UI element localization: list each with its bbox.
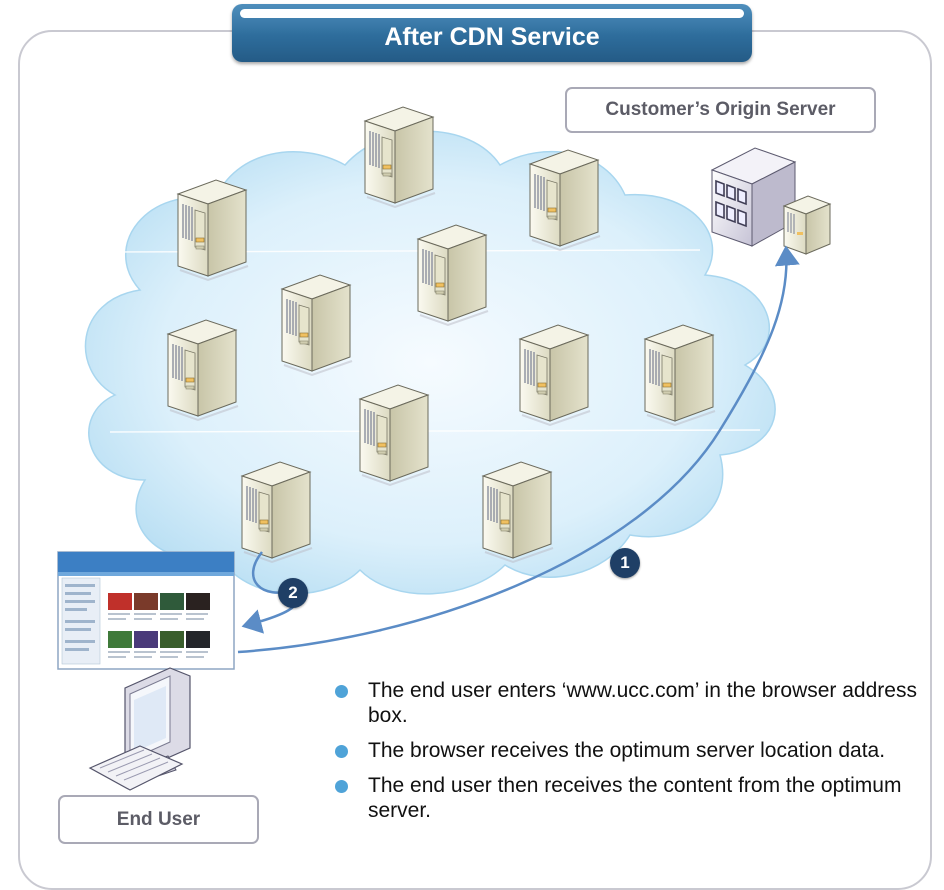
server-icon xyxy=(417,224,489,326)
request-arrow xyxy=(237,245,800,654)
step-badge-1: 1 xyxy=(610,548,640,578)
server-icon xyxy=(167,319,239,421)
bullet-dot xyxy=(335,780,348,793)
title-banner: After CDN Service xyxy=(232,4,752,62)
server-icon xyxy=(644,324,716,426)
server-icon xyxy=(359,384,431,486)
bullet-text: The end user then receives the content f… xyxy=(368,774,902,822)
server-icon xyxy=(281,274,353,376)
origin-building-icon xyxy=(710,147,832,255)
server-icon xyxy=(529,149,601,251)
bullet-text: The end user enters ‘www.ucc.com’ in the… xyxy=(368,679,917,727)
browser-screenshot-icon xyxy=(57,551,235,670)
page-title: After CDN Service xyxy=(384,23,600,51)
server-icon xyxy=(241,461,313,563)
diagram-canvas xyxy=(57,106,832,791)
origin-server-label: Customer’s Origin Server xyxy=(565,87,876,133)
diagram-stage: After CDN Service xyxy=(18,4,932,890)
bullet-item: The browser receives the optimum server … xyxy=(335,738,925,763)
bullet-item: The end user enters ‘www.ucc.com’ in the… xyxy=(335,678,925,728)
server-icon xyxy=(364,106,436,208)
bullet-dot xyxy=(335,745,348,758)
step-badge-2: 2 xyxy=(278,578,308,608)
bullet-list: The end user enters ‘www.ucc.com’ in the… xyxy=(335,678,925,833)
server-icon xyxy=(519,324,591,426)
desktop-computer-icon xyxy=(88,667,191,791)
bullet-text: The browser receives the optimum server … xyxy=(368,739,886,762)
bullet-item: The end user then receives the content f… xyxy=(335,773,925,823)
server-icon xyxy=(177,179,249,281)
end-user-label: End User xyxy=(58,795,259,844)
bullet-dot xyxy=(335,685,348,698)
banner-highlight xyxy=(240,9,744,18)
server-icon xyxy=(482,461,554,563)
